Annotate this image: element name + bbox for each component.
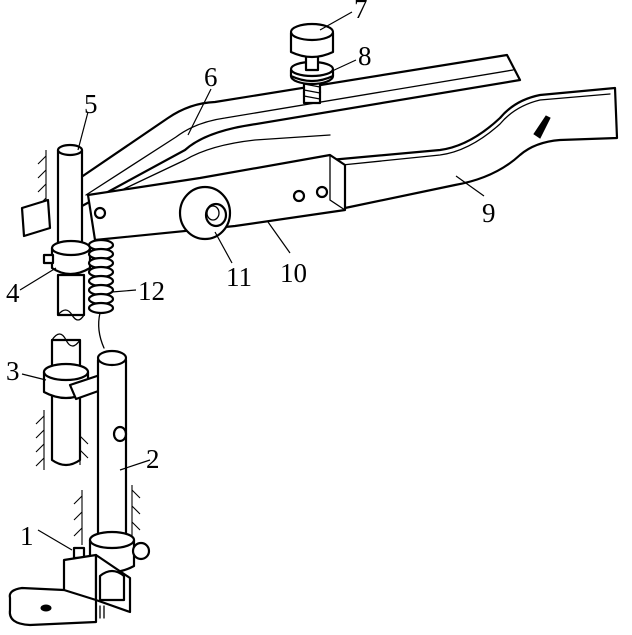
lever-clamp [20, 198, 52, 238]
label-4: 4 [6, 278, 20, 308]
lever-10-hole-2 [315, 185, 329, 199]
lifting-rod-2-hole [112, 425, 128, 443]
collar-4-screw [42, 253, 55, 265]
label-9: 9 [482, 198, 496, 228]
lever-10-edge [329, 154, 346, 211]
spring-12 [87, 238, 115, 349]
pivot-pin-11 [204, 202, 228, 228]
frame-hatching-bar2 [73, 485, 141, 545]
lifting-rod-2-top [96, 349, 128, 367]
presser-foot-hinge [99, 605, 105, 619]
lever-6 [72, 53, 522, 208]
lever-6-edge [85, 69, 514, 196]
clamp-1-screw-right [131, 541, 151, 561]
presser-foot-slot [98, 569, 126, 602]
label-12: 12 [138, 276, 165, 306]
label-6: 6 [204, 62, 218, 92]
label-2: 2 [146, 444, 160, 474]
label-7: 7 [354, 0, 368, 24]
presser-bar-lower [56, 273, 86, 317]
collar-3-top [42, 362, 90, 382]
lever-10-hole-front [93, 206, 107, 220]
label-1: 1 [20, 521, 34, 551]
label-8: 8 [358, 41, 372, 71]
lever-9 [328, 86, 619, 212]
label-3: 3 [6, 356, 20, 386]
presser-bar-3-shaft [50, 338, 82, 467]
pivot-pin-11-face [206, 205, 220, 221]
presser-bar-5 [56, 148, 84, 250]
label-11: 11 [226, 262, 252, 292]
presser-foot-needle-hole [40, 604, 52, 612]
label-5: 5 [84, 89, 98, 119]
leader-lines [19, 11, 485, 551]
lever-9-edge [341, 93, 611, 166]
lever-6-underside [89, 134, 331, 206]
collar-4-top [50, 239, 92, 257]
lever-9-tab [533, 115, 551, 139]
label-10: 10 [280, 258, 307, 288]
presser-bar-5-top [56, 143, 84, 157]
presser-foot-sole [8, 586, 98, 627]
presser-bar-break [57, 309, 85, 321]
lever-10-hole-1 [292, 189, 306, 203]
lifting-rod-2 [96, 358, 128, 550]
presser-bar-3-break [51, 333, 81, 347]
clamp-1-top [88, 530, 136, 550]
